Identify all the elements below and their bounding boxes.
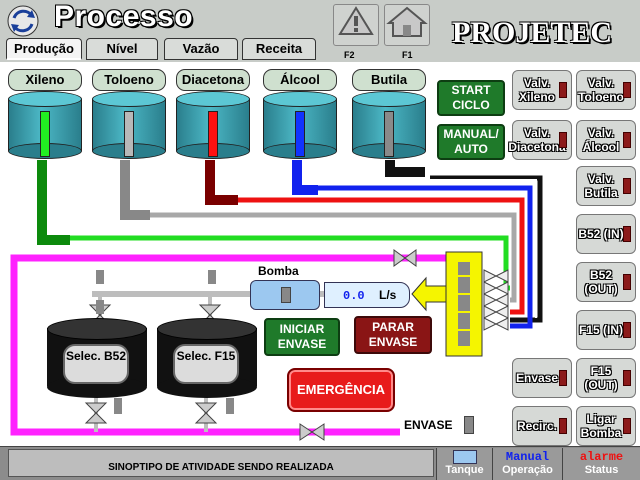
flow-indicator: 0.0 L/s: [324, 282, 410, 308]
tab-nivel[interactable]: Nível: [86, 38, 158, 60]
parar-envase-button[interactable]: PARAR ENVASE: [354, 316, 432, 354]
tank-label-toloeno: Toloeno: [92, 69, 166, 91]
valve-envase[interactable]: [299, 423, 325, 441]
tank-label-alcool: Álcool: [263, 69, 337, 91]
tab-receita[interactable]: Receita: [242, 38, 316, 60]
tanque-label: Tanque: [445, 464, 484, 476]
process-tank-label: Selec. F15: [173, 344, 239, 384]
button-label: B52 (OUT): [584, 268, 618, 296]
f15-out-button[interactable]: F15 (OUT): [576, 358, 636, 398]
iniciar-envase-button[interactable]: INICIAR ENVASE: [264, 318, 340, 356]
f15-in-button[interactable]: F15 (IN): [576, 310, 636, 350]
tab-vazao[interactable]: Vazão: [164, 38, 238, 60]
operacao-label: Operação: [502, 464, 553, 476]
process-tank-label: Selec. B52: [63, 344, 129, 384]
home-button[interactable]: [384, 4, 430, 46]
button-label: B52 (IN): [578, 227, 624, 241]
button-label: Valv. Álcool: [582, 126, 620, 154]
status-message-box: [8, 449, 434, 477]
tank-butila: [352, 91, 426, 159]
button-label: Valv. Toloeno: [578, 76, 624, 104]
button-label: F15 (OUT): [584, 364, 618, 392]
button-label: Valv. Xileno: [518, 76, 555, 104]
flow-unit: L/s: [379, 288, 397, 302]
tanque-status: Tanque: [436, 448, 492, 480]
valv-diacetona-button[interactable]: Valv. Diacetona: [508, 120, 572, 160]
tank-xileno: [8, 91, 82, 159]
valve-f15-out[interactable]: [194, 402, 218, 424]
alarm-status: alarme Status: [562, 448, 640, 480]
f2-key-label: F2: [344, 50, 355, 60]
valve-recirc[interactable]: [393, 249, 417, 267]
button-label: Recirc.: [516, 419, 558, 433]
envase-indicator: [464, 416, 474, 434]
tank-label-xileno: Xileno: [8, 69, 82, 91]
pump-icon[interactable]: [250, 280, 320, 310]
refresh-icon[interactable]: [6, 4, 40, 38]
valv-butila-button[interactable]: Valv. Butila: [576, 166, 636, 206]
alarm-button[interactable]: [333, 4, 379, 46]
button-label: Valv. Diacetona: [508, 126, 566, 154]
valv-toloeno-button[interactable]: Valv. Toloeno: [576, 70, 636, 110]
brand-logo-text: PROJETEC: [452, 16, 613, 49]
ligar-bomba-button[interactable]: Ligar Bomba: [576, 406, 636, 446]
flow-value: 0.0: [343, 289, 365, 303]
b52-out-button[interactable]: B52 (OUT): [576, 262, 636, 302]
tank-diacetona: [176, 91, 250, 159]
home-icon: [386, 6, 428, 37]
button-label: Ligar Bomba: [580, 412, 622, 440]
pump-label: Bomba: [258, 264, 299, 278]
button-label: F15 (IN): [578, 323, 623, 337]
recirc-button[interactable]: Recirc.: [512, 406, 572, 446]
alarm-text: alarme: [579, 450, 624, 464]
envase-label: ENVASE: [404, 418, 453, 432]
valv-alcool-button[interactable]: Valv. Álcool: [576, 120, 636, 160]
process-tank-f15: Selec. F15: [157, 318, 257, 398]
valve-b52-out[interactable]: [84, 402, 108, 424]
operacao-mode: Manual: [505, 450, 550, 464]
tanque-swatch: [452, 450, 477, 464]
page-title: Processo: [54, 0, 194, 33]
start-ciclo-button[interactable]: START CICLO: [437, 80, 505, 116]
b52-in-button[interactable]: B52 (IN): [576, 214, 636, 254]
tab-producao[interactable]: Produção: [6, 38, 82, 60]
status-label: Status: [584, 464, 619, 476]
emergency-button[interactable]: EMERGÊNCIA: [287, 368, 395, 412]
valv-xileno-button[interactable]: Valv. Xileno: [512, 70, 572, 110]
warning-icon: [338, 6, 374, 35]
process-tank-b52: Selec. B52: [47, 318, 147, 398]
envase-button[interactable]: Envase: [512, 358, 572, 398]
button-label: Valv. Butila: [584, 172, 618, 200]
tank-toloeno: [92, 91, 166, 159]
tank-label-diacetona: Diacetona: [176, 69, 250, 91]
manual-auto-button[interactable]: MANUAL/ AUTO: [437, 124, 505, 160]
manifold-valves[interactable]: [483, 269, 509, 331]
status-message: SINOPTIPO DE ATIVIDADE SENDO REALIZADA: [108, 462, 334, 473]
operacao-status: Manual Operação: [492, 448, 562, 480]
f1-key-label: F1: [402, 50, 413, 60]
button-label: Envase: [515, 371, 559, 385]
tank-alcool: [263, 91, 337, 159]
tank-label-butila: Butila: [352, 69, 426, 91]
